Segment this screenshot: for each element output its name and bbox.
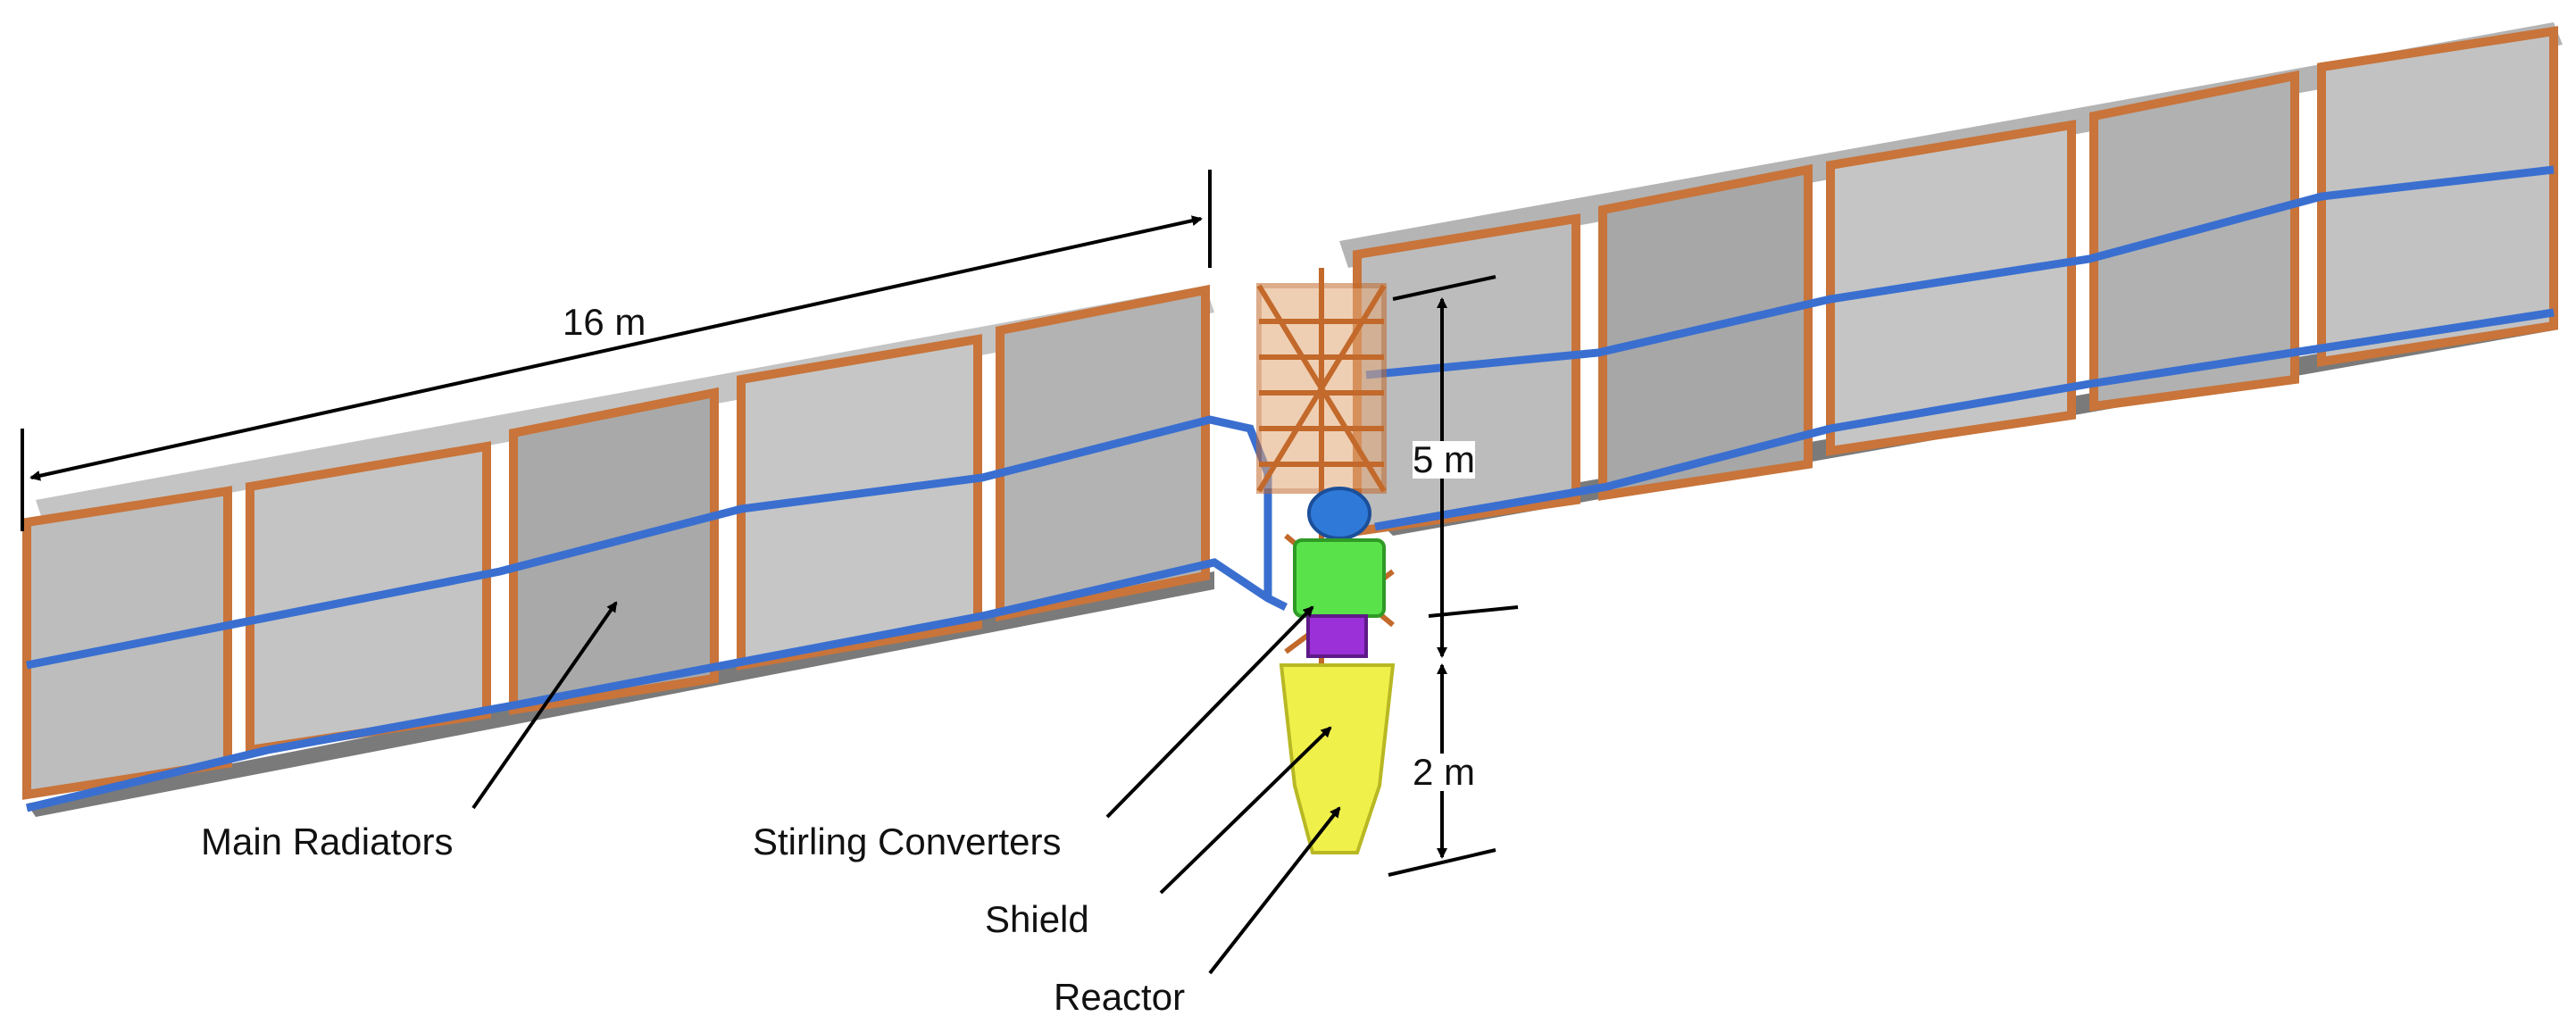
label-reactor: Reactor: [1054, 976, 1186, 1018]
right-upper-pipe: [1365, 165, 2555, 379]
stirling-converters-block: [1293, 538, 1386, 618]
central-core: [1256, 268, 1396, 854]
shield-block: [1306, 614, 1368, 658]
leader-lines: [471, 601, 1341, 975]
right-panel-2: [1598, 163, 1813, 501]
label-5m: 5 m: [1413, 438, 1476, 480]
reactor-body: [1279, 663, 1396, 854]
label-16m: 16 m: [563, 301, 646, 343]
left-panel-5: [996, 284, 1210, 622]
label-2m: 2 m: [1413, 751, 1476, 793]
right-lower-pipe: [1374, 308, 2555, 531]
right-panel-3: [1826, 120, 2076, 456]
right-radiator-wing: [1339, 22, 2563, 537]
leader-reactor: [1208, 806, 1341, 975]
right-panel-5: [2317, 26, 2558, 367]
label-shield: Shield: [985, 898, 1089, 940]
left-radiator-wing: [22, 284, 1288, 817]
leader-stirling: [1105, 605, 1314, 819]
label-main-radiators: Main Radiators: [201, 821, 454, 862]
leader-shield: [1159, 726, 1332, 895]
dimension-16m: [21, 170, 1212, 531]
label-stirling-converters: Stirling Converters: [753, 821, 1062, 862]
left-panel-3: [509, 387, 719, 715]
left-lower-pipe: [25, 558, 1288, 812]
top-unit: [1307, 487, 1371, 540]
leader-main-radiators: [471, 601, 618, 810]
right-panel-4: [2089, 70, 2299, 412]
